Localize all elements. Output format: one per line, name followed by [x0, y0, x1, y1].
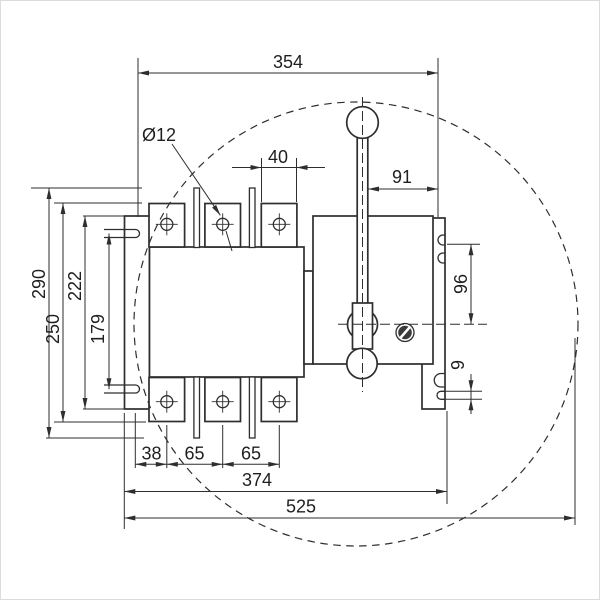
dim-label-250: 250	[43, 314, 63, 344]
dim-label-525: 525	[286, 497, 316, 517]
dimension-9: 9	[445, 360, 482, 414]
dimension-91: 91	[368, 167, 438, 192]
dimension-96: 96	[447, 243, 480, 325]
dim-label-40: 40	[268, 147, 288, 167]
dimension-222: 222	[65, 215, 125, 410]
dim-label-65a: 65	[184, 444, 204, 464]
dimension-290: 290	[29, 187, 144, 439]
dim-label-179: 179	[88, 314, 108, 344]
terminal-hole	[211, 213, 234, 236]
screw-head	[395, 322, 415, 343]
dimension-525: 525	[124, 338, 576, 525]
dimension-40: 40	[232, 147, 325, 202]
right-top-slot	[437, 234, 445, 246]
dimension-250: 250	[43, 202, 146, 423]
hole-diameter-callout: Ø12	[142, 125, 233, 252]
terminal-hole	[155, 213, 178, 236]
dimension-179: 179	[88, 233, 112, 390]
left-mounting-bracket	[104, 215, 151, 410]
handle-mechanism	[338, 97, 487, 392]
barrier-blade	[248, 376, 256, 439]
dimension-354: 354	[137, 52, 439, 217]
dim-label-222: 222	[65, 271, 85, 301]
terminal-holes	[155, 213, 291, 413]
dim-label-354: 354	[273, 52, 303, 72]
right-bracket-slots	[433, 234, 445, 400]
terminal-hole	[268, 390, 291, 413]
right-bottom-slot	[436, 390, 445, 400]
housing-step	[303, 270, 314, 365]
terminal-hole	[268, 213, 291, 236]
left-top-mounting-slot	[104, 228, 141, 239]
terminal-pad	[260, 376, 298, 423]
switch-case	[148, 246, 305, 378]
barrier-blade	[248, 187, 256, 249]
barrier-blade	[193, 376, 201, 439]
dim-label-91: 91	[392, 167, 412, 187]
dim-label-38: 38	[141, 444, 161, 464]
right-top-slot	[437, 252, 445, 264]
dimension-374: 374	[123, 411, 448, 529]
dim-label-9: 9	[448, 360, 468, 370]
dim-label-65b: 65	[241, 444, 261, 464]
dimension-38-65-65: 38 65 65	[134, 413, 280, 468]
dim-label-96: 96	[451, 274, 471, 294]
barrier-blade	[193, 187, 201, 249]
right-bottom-slot	[433, 372, 445, 388]
terminal-hole	[155, 390, 178, 413]
handle-shaft	[357, 135, 368, 304]
left-bottom-mounting-slot	[104, 384, 141, 394]
handle-swing-envelope	[133, 101, 579, 547]
dim-label-dia12: Ø12	[142, 125, 176, 145]
terminal-hole	[211, 390, 234, 413]
dim-label-290: 290	[29, 269, 49, 299]
dim-label-374: 374	[242, 470, 272, 490]
